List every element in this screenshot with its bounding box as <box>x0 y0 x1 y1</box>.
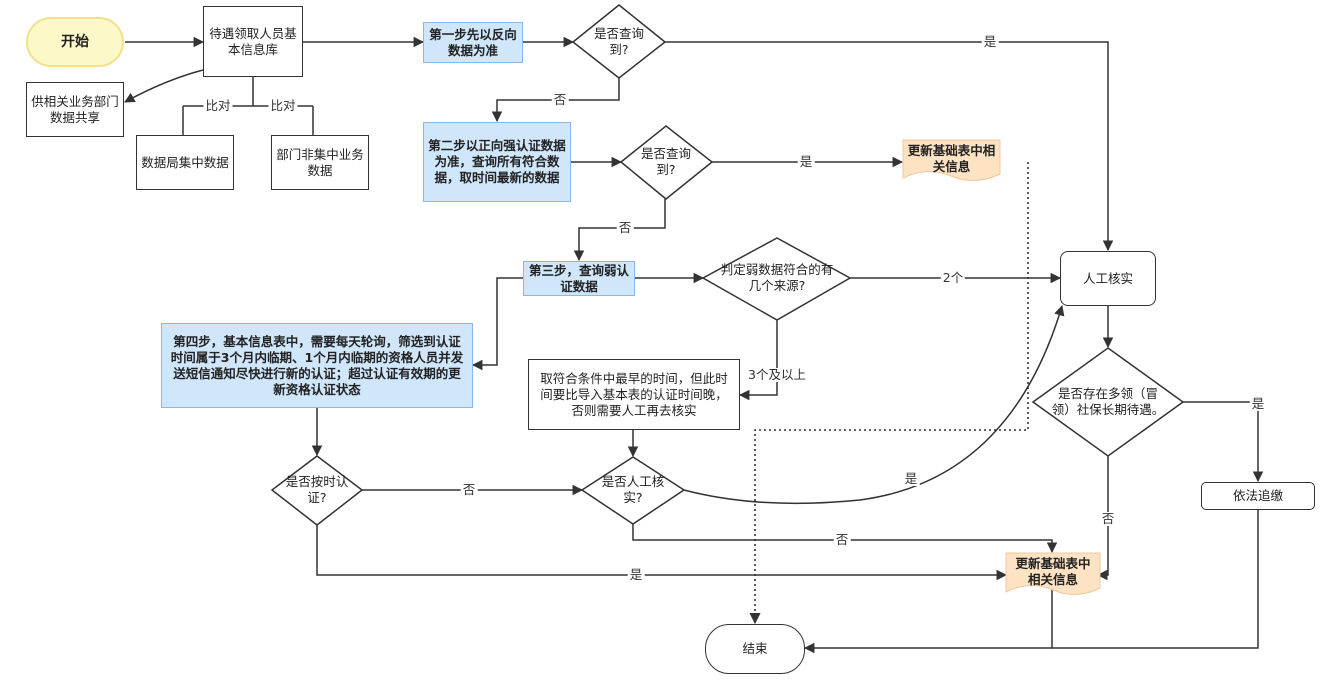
edge-collect-end <box>1052 510 1259 649</box>
q6-label: 是否人工核实? <box>601 474 665 505</box>
edge-q1-yes <box>665 41 1114 252</box>
step2-node: 第二步以正向强认证数据为准，查询所有符合数据，取时间最新的数据 <box>423 122 571 202</box>
edge-label-q2-no: 否 <box>616 220 634 235</box>
q4-label: 是否存在多领（冒领）社保长期待遇。 <box>1051 386 1165 417</box>
edge-q3-three <box>738 320 778 401</box>
edge-q4-yes <box>1183 401 1264 483</box>
edge-label-q4-yes: 是 <box>1249 396 1267 411</box>
edge-label-q1-yes: 是 <box>981 34 999 49</box>
doc-shape-update1 <box>902 139 1001 181</box>
update-base-table-2: 更新基础表中相关信息 <box>1015 556 1091 587</box>
edge-label-q2-yes: 是 <box>797 154 815 169</box>
start-node: 开始 <box>26 17 124 67</box>
central-data-node: 数据局集中数据 <box>136 135 234 190</box>
info-db-node: 待遇领取人员基本信息库 <box>203 6 303 77</box>
edge-label-q5-no: 否 <box>460 482 478 497</box>
edge-label-q1-no: 否 <box>551 92 569 107</box>
edge-label-q3-three: 3个及以上 <box>746 367 808 382</box>
edge-label-q6-yes: 是 <box>902 471 920 486</box>
edge-update2-end <box>803 590 1053 654</box>
noncentral-data-node: 部门非集中业务数据 <box>271 135 369 190</box>
edge-label-compare-b: 比对 <box>268 98 298 113</box>
q1-label: 是否查询到? <box>593 26 644 57</box>
edge-db-share <box>124 69 204 103</box>
edge-label-q5-yes: 是 <box>627 567 645 582</box>
manual-verify-node: 人工核实 <box>1060 251 1156 306</box>
update-base-table-1: 更新基础表中相关信息 <box>907 143 996 174</box>
collect-node: 依法追缴 <box>1201 482 1315 510</box>
edge-q6-yes <box>683 304 1065 505</box>
q3-label: 判定弱数据符合的有几个来源? <box>720 262 834 293</box>
doc-shape-update2 <box>1005 552 1101 595</box>
diamond-q3 <box>701 237 852 321</box>
edge-q5-yes <box>316 525 1008 581</box>
diamond-q2 <box>619 125 714 200</box>
q5-label: 是否按时认证? <box>285 474 349 505</box>
edge-label-q3-two: 2个 <box>940 270 966 285</box>
edge-label-q4-no: 否 <box>1099 511 1117 526</box>
step3-node: 第三步，查询弱认证数据 <box>523 261 635 296</box>
earliest-time-node: 取符合条件中最早的时间，但此时间要比导入基本表的认证时间晚，否则需要人工再去核实 <box>528 359 740 430</box>
end-node: 结束 <box>705 624 805 674</box>
step4-node: 第四步，基本信息表中，需要每天轮询，筛选到认证时间属于3个月内临期、1个月内临期… <box>161 323 473 408</box>
diamond-q1 <box>571 4 667 79</box>
diamond-q5 <box>270 455 364 526</box>
edge-label-q6-no: 否 <box>833 532 851 547</box>
edge-update1-end-dotted <box>749 162 1029 625</box>
data-share-node: 供相关业务部门数据共享 <box>26 82 124 137</box>
step1-node: 第一步先以反向数据为准 <box>423 22 523 63</box>
diamond-q6 <box>580 456 686 525</box>
q2-label: 是否查询到? <box>640 146 691 177</box>
edge-step3-step4 <box>471 277 523 371</box>
edge-db-compare <box>182 77 314 135</box>
edge-label-compare-a: 比对 <box>203 98 233 113</box>
edge-q4-no <box>1096 456 1109 581</box>
diamond-q4 <box>1031 347 1185 457</box>
